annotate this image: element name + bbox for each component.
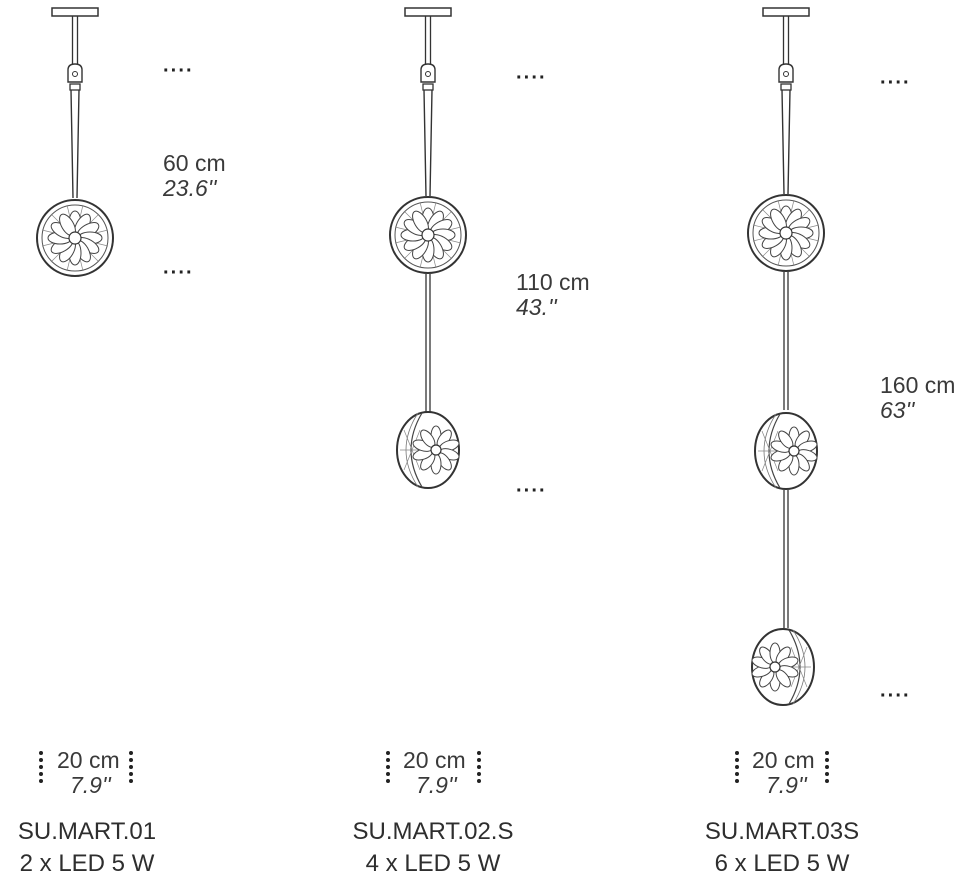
height-cm-label: 60 cm [163, 150, 226, 176]
diam-marker-right [825, 751, 829, 786]
product-power: 4 x LED 5 W [365, 850, 501, 877]
lamp-su-mart-01 [36, 7, 114, 277]
diam-marker-right [477, 751, 481, 786]
diam-in-label: 7.9'' [70, 772, 111, 798]
diam-in-label: 7.9'' [416, 772, 457, 798]
product-code: SU.MART.03S [704, 818, 860, 845]
diam-marker-left [386, 751, 390, 786]
diam-cm-label: 20 cm [403, 747, 466, 773]
product-power: 6 x LED 5 W [714, 850, 850, 877]
dim-marker-bottom: ···· [163, 262, 194, 284]
height-in-label: 43.'' [516, 294, 557, 320]
height-in-label: 23.6'' [163, 175, 217, 201]
dim-marker-top: ···· [880, 72, 911, 94]
diam-cm-label: 20 cm [57, 747, 120, 773]
lamp-su-mart-03s [747, 7, 825, 706]
dim-marker-bottom: ···· [516, 480, 547, 502]
lamp-su-mart-02-s [389, 7, 467, 489]
product-code: SU.MART.01 [17, 818, 157, 845]
diam-marker-left [735, 751, 739, 786]
diam-cm-label: 20 cm [752, 747, 815, 773]
dim-marker-top: ···· [163, 60, 194, 82]
dim-marker-bottom: ···· [880, 685, 911, 707]
height-cm-label: 110 cm [516, 269, 590, 295]
diam-marker-right [129, 751, 133, 786]
dim-marker-top: ···· [516, 67, 547, 89]
diam-marker-left [39, 751, 43, 786]
diam-in-label: 7.9'' [766, 772, 807, 798]
product-code: SU.MART.02.S [352, 818, 514, 845]
height-in-label: 63'' [880, 397, 915, 423]
height-cm-label: 160 cm [880, 372, 956, 398]
product-power: 2 x LED 5 W [19, 850, 155, 877]
